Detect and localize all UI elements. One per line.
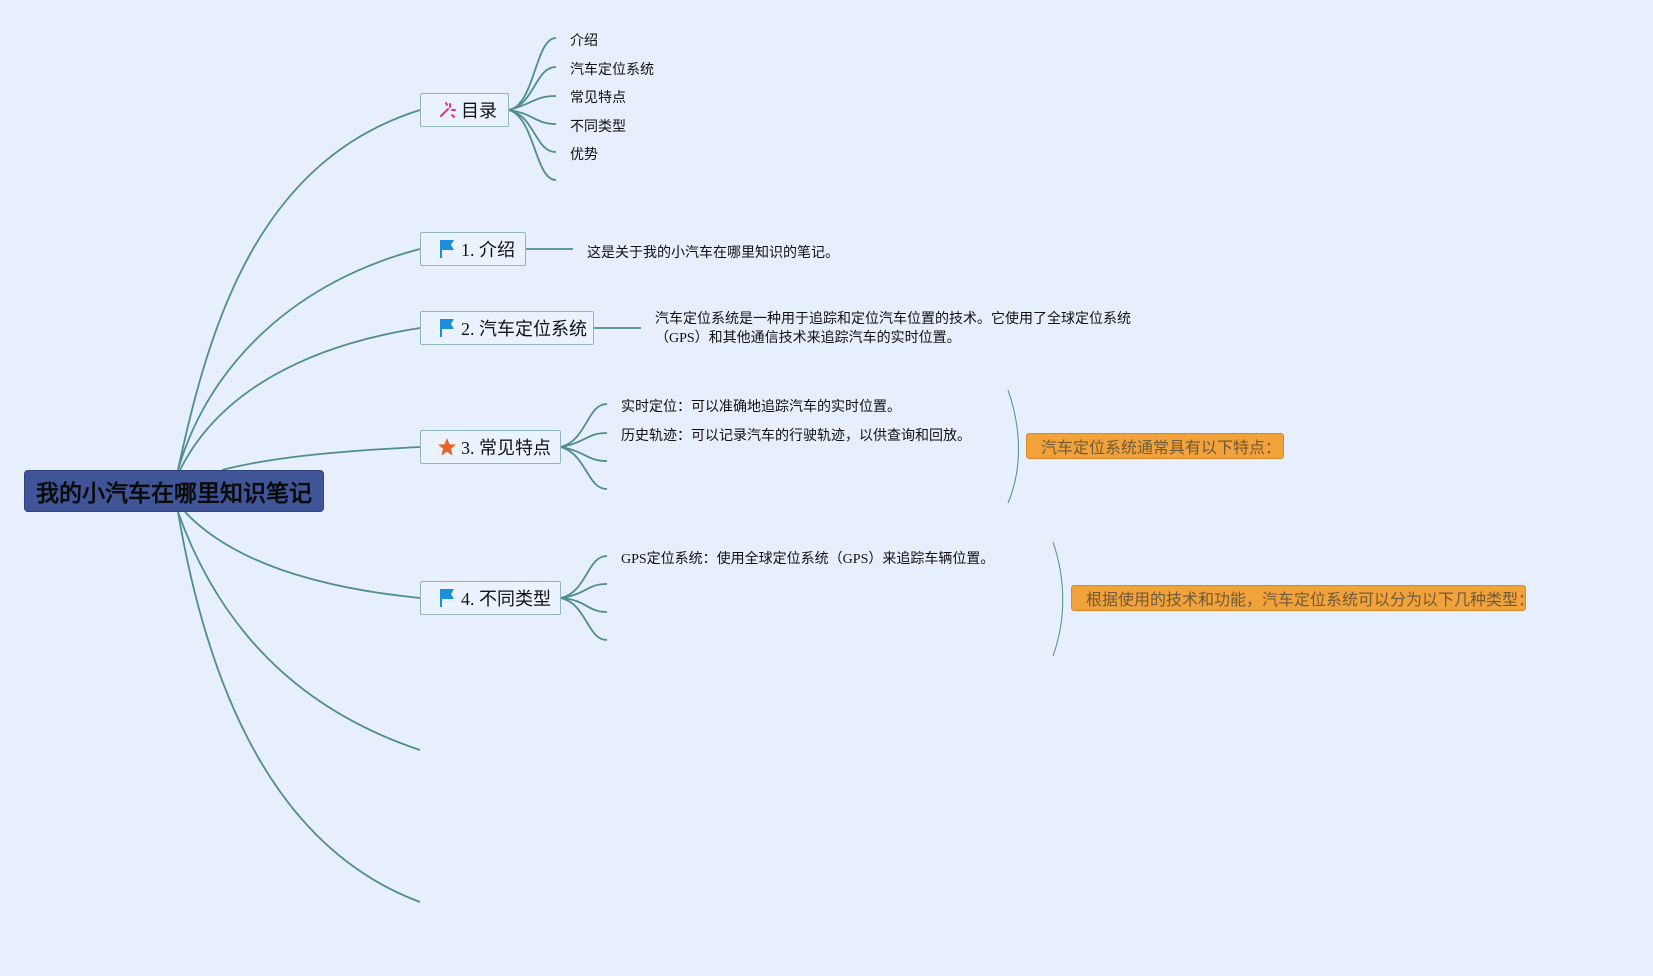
summary-brace-types	[1052, 541, 1064, 657]
topic-types[interactable]: 4. 不同类型	[420, 581, 561, 615]
intro-note[interactable]: 这是关于我的小汽车在哪里知识的笔记。	[587, 246, 839, 261]
flag-icon	[437, 239, 457, 259]
link-root-types	[184, 511, 421, 599]
central-topic[interactable]: 我的小汽车在哪里知识笔记	[24, 470, 324, 512]
link-root-gps	[179, 327, 421, 471]
features-item-history[interactable]: 历史轨迹：可以记录汽车的行驶轨迹，以供查询和回放。	[621, 429, 971, 444]
toc-item-intro[interactable]: 介绍	[570, 34, 598, 49]
topic-gps[interactable]: 2. 汽车定位系统	[420, 311, 594, 345]
topic-intro[interactable]: 1. 介绍	[420, 232, 526, 266]
toc-item-advantages[interactable]: 优势	[570, 148, 598, 163]
link-root-empty-2	[177, 511, 421, 903]
types-summary[interactable]: 根据使用的技术和功能，汽车定位系统可以分为以下几种类型：	[1071, 585, 1534, 611]
flag-icon	[437, 318, 457, 338]
toc-item-types[interactable]: 不同类型	[570, 120, 626, 135]
flag-icon	[437, 588, 457, 608]
features-item-realtime[interactable]: 实时定位：可以准确地追踪汽车的实时位置。	[621, 400, 901, 415]
star-icon	[437, 437, 457, 457]
magic-wand-icon	[437, 100, 457, 120]
topic-features[interactable]: 3. 常见特点	[420, 430, 561, 464]
gps-note-line-2: （GPS）和其他通信技术来追踪汽车的实时位置。	[655, 331, 961, 346]
topic-toc[interactable]: 目录	[420, 93, 509, 127]
summary-brace-features	[1007, 389, 1019, 504]
link-root-features	[221, 446, 421, 471]
toc-item-gps[interactable]: 汽车定位系统	[570, 63, 654, 78]
link-root-toc	[177, 109, 421, 471]
link-root-empty-1	[177, 511, 421, 751]
gps-note-line-1: 汽车定位系统是一种用于追踪和定位汽车位置的技术。它使用了全球定位系统	[655, 312, 1131, 327]
toc-item-features[interactable]: 常见特点	[570, 91, 626, 106]
features-summary[interactable]: 汽车定位系统通常具有以下特点：	[1026, 433, 1284, 459]
gps-note[interactable]: 汽车定位系统是一种用于追踪和定位汽车位置的技术。它使用了全球定位系统 （GPS）…	[655, 310, 1131, 348]
types-item-gps[interactable]: GPS定位系统：使用全球定位系统（GPS）来追踪车辆位置。	[621, 552, 995, 567]
link-root-intro	[177, 248, 421, 471]
